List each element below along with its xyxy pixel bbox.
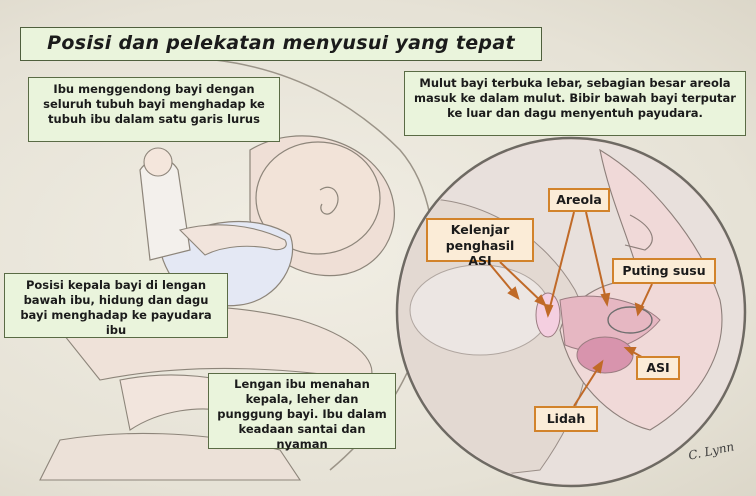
label-gland: Kelenjar penghasil ASI [426,218,534,262]
label-milk: ASI [636,356,680,380]
page-title: Posisi dan pelekatan menyusui yang tepat [20,27,542,61]
mag-milk-glands [410,265,550,355]
note-head-position: Posisi kepala bayi di lengan bawah ibu, … [4,273,228,338]
baby-hand [144,148,172,176]
note-latch: Mulut bayi terbuka lebar, sebagian besar… [404,71,746,136]
label-nipple: Puting susu [612,258,716,284]
note-body-alignment: Ibu menggendong bayi dengan seluruh tubu… [28,77,280,142]
mag-tongue [577,337,633,373]
label-tongue: Lidah [534,406,598,432]
note-arm-support: Lengan ibu menahan kepala, leher dan pun… [208,373,396,449]
label-areola: Areola [548,188,610,212]
